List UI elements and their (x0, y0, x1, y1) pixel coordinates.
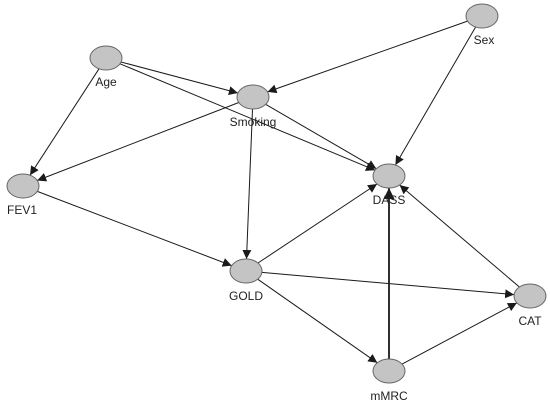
node-fev1-shape[interactable] (6, 173, 40, 199)
edge-sex-to-dass (394, 26, 477, 166)
edge-sex-to-smoking (267, 20, 468, 94)
edge-smoking-to-dass (265, 103, 377, 170)
edge-age-to-smoking (120, 61, 239, 96)
edge-cat-to-dass (399, 184, 520, 288)
edge-gold-to-cat (261, 271, 515, 299)
node-fev1-label: FEV1 (7, 203, 37, 217)
edge-age-to-fev1 (29, 68, 100, 176)
node-age-label: Age (95, 75, 117, 89)
node-cat-label: CAT (518, 314, 542, 328)
node-gold-label: GOLD (229, 289, 263, 303)
node-sex-shape[interactable] (465, 3, 499, 29)
edges-layer (29, 20, 520, 365)
edge-gold-to-mmrc (257, 278, 378, 364)
node-age-shape[interactable] (89, 45, 123, 71)
node-mmrc-label: mMRC (370, 389, 408, 403)
edge-gold-to-dass (257, 183, 378, 264)
node-smoking-label: Smoking (230, 115, 277, 129)
node-gold-shape[interactable] (229, 258, 263, 284)
edge-age-to-dass (119, 63, 376, 171)
edge-mmrc-to-cat (401, 302, 518, 365)
node-cat-shape[interactable] (513, 283, 547, 309)
node-dass-shape[interactable] (372, 163, 406, 189)
node-sex-label: Sex (474, 33, 495, 47)
node-cat[interactable]: CAT (513, 283, 547, 328)
node-fev1[interactable]: FEV1 (6, 173, 40, 217)
node-gold[interactable]: GOLD (229, 258, 263, 303)
node-smoking-shape[interactable] (236, 84, 270, 110)
node-dass-label: DASS (373, 193, 406, 207)
node-sex[interactable]: Sex (465, 3, 499, 47)
node-mmrc-shape[interactable] (372, 358, 406, 384)
edge-smoking-to-gold (242, 108, 253, 260)
edge-fev1-to-gold (37, 190, 232, 267)
node-age[interactable]: Age (89, 45, 123, 89)
edge-smoking-to-fev1 (37, 102, 239, 182)
node-mmrc[interactable]: mMRC (370, 358, 408, 403)
node-dass[interactable]: DASS (372, 163, 406, 207)
node-smoking[interactable]: Smoking (230, 84, 277, 129)
